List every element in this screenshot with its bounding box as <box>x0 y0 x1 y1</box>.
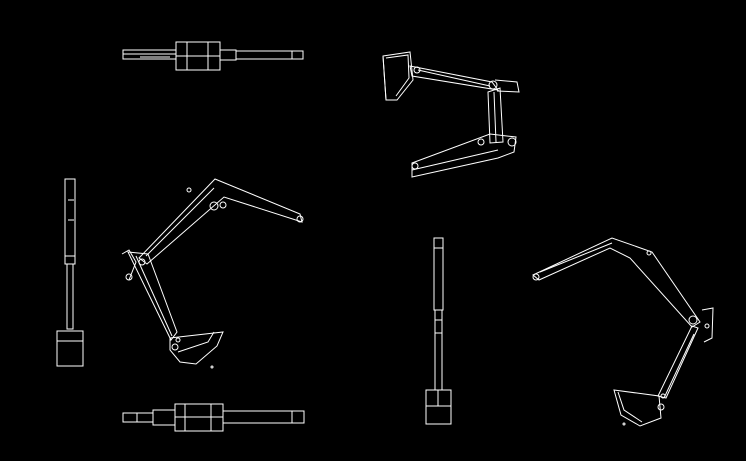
top-plan-view-lower[interactable] <box>123 404 304 431</box>
side-elevation-left[interactable] <box>122 179 303 368</box>
isometric-view[interactable] <box>383 52 519 177</box>
front-view-narrow-left[interactable] <box>57 179 83 366</box>
side-elevation-right[interactable] <box>533 238 713 426</box>
top-plan-view-upper[interactable] <box>123 42 303 70</box>
front-view-narrow-right[interactable] <box>426 238 451 424</box>
